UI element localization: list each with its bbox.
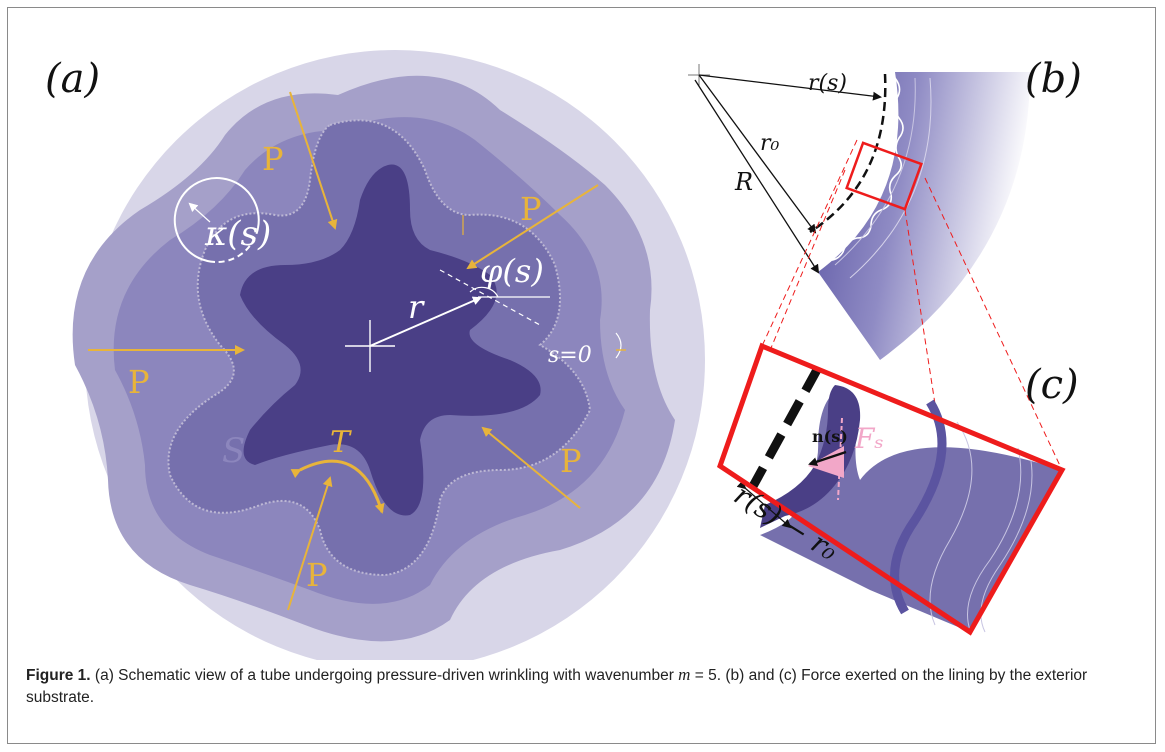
- curvature-circle-dashed: [214, 227, 259, 264]
- zoomed-lining: [760, 385, 861, 528]
- reference-dashed-thick: [748, 365, 822, 491]
- zoom-guide-2: [761, 139, 858, 347]
- figure-canvas: (a) P P P P P κ(s) φ(s) r s=0 S T (b) r(…: [45, 50, 1082, 660]
- reference-radius-arc: [809, 73, 887, 234]
- tension-arrow: [290, 459, 385, 514]
- curvature-radius-arrow: [188, 202, 211, 223]
- pressure-label-4: P: [560, 442, 582, 480]
- R-arrow: [694, 79, 820, 274]
- wrinkled-lining-edge: [824, 77, 904, 262]
- radius-label: r: [408, 288, 425, 326]
- force-pink-wedge: [808, 446, 844, 478]
- tube-wall-section: [818, 72, 1030, 360]
- panel-b-label: (b): [1025, 56, 1082, 102]
- lining-inner-line: [834, 77, 916, 266]
- R-label: R: [734, 168, 753, 196]
- zoom-box-small: [845, 141, 923, 211]
- caption-wavenumber-symbol: m: [678, 665, 691, 684]
- panel-a-label: (a): [45, 56, 100, 102]
- panel-b: (b) r(s) r₀ R: [688, 56, 1082, 360]
- caption-text-part1: (a) Schematic view of a tube undergoing …: [94, 667, 679, 684]
- normal-label: n(s): [812, 427, 848, 446]
- angle-label: φ(s): [480, 252, 544, 290]
- angle-arc: [469, 286, 499, 298]
- force-label: Fₛ: [854, 422, 884, 455]
- pressure-arrow-2: [466, 184, 599, 270]
- tension-label: T: [330, 425, 352, 460]
- caption-figure-label: Figure 1.: [26, 667, 91, 684]
- r0-label: r₀: [760, 131, 780, 156]
- pressure-label-1: P: [262, 140, 284, 178]
- zoom-panel-frame: [716, 342, 1066, 636]
- zoomed-thin-line-1: [929, 421, 973, 626]
- arc-origin-label: s=0: [548, 343, 592, 368]
- normal-vector-arrow: [808, 450, 847, 467]
- caption-text-part2: = 5. (b) and (c) Force exerted on the li…: [26, 667, 1088, 706]
- pressure-label-2: P: [520, 190, 542, 228]
- lining-outer-line: [849, 77, 932, 279]
- panel-a: (a) P P P P P κ(s) φ(s) r s=0 S T: [45, 50, 705, 660]
- curvature-label: κ(s): [204, 214, 271, 254]
- arc-origin-marker: [615, 332, 622, 359]
- panel-c-label: (c): [1025, 362, 1079, 408]
- pressure-arrow-1: [289, 91, 338, 230]
- rs-label: r(s): [808, 71, 847, 96]
- pressure-arrow-4: [481, 426, 581, 509]
- rs-arrow: [698, 74, 882, 101]
- gap-arrow: [736, 480, 792, 529]
- figure-caption: Figure 1. (a) Schematic view of a tube u…: [26, 664, 1126, 709]
- r0-arrow: [698, 74, 817, 234]
- panel-c: (c) n(s) Fₛ r(s) − r₀: [716, 342, 1079, 636]
- zoom-guide-3: [924, 177, 1063, 471]
- pressure-label-3: P: [128, 363, 150, 401]
- curvature-circle: [173, 177, 260, 263]
- pressure-label-5: P: [306, 556, 328, 594]
- radius-arrow: [369, 296, 482, 347]
- lumen-core: [240, 164, 541, 516]
- zoomed-thin-line-2: [967, 447, 1022, 631]
- zoom-guide-1: [721, 169, 846, 467]
- area-label: S: [222, 431, 245, 471]
